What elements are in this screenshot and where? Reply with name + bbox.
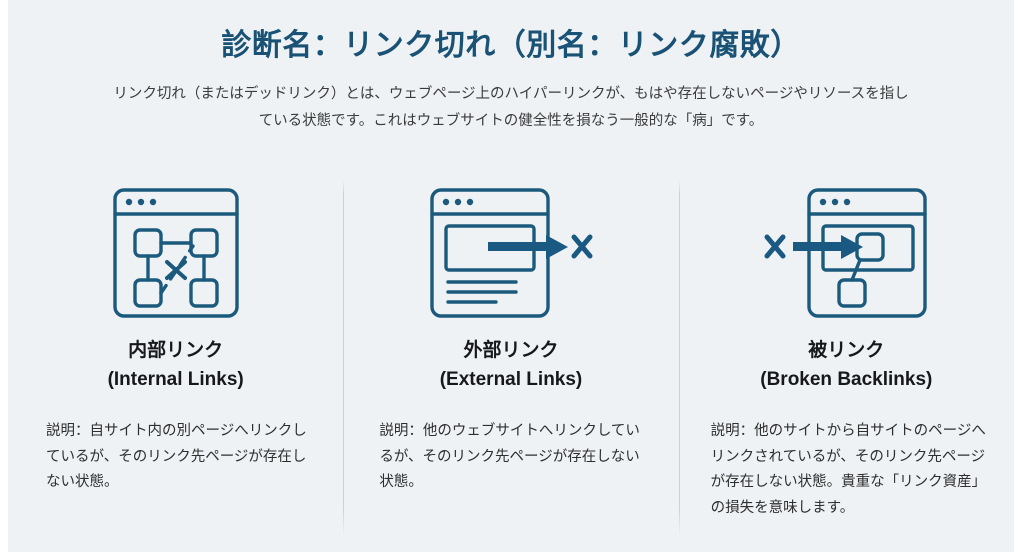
column-heading-en: (Broken Backlinks) [760, 369, 933, 391]
column-internal-links: 内部リンク (Internal Links) 説明：自サイト内の別ページへリンク… [8, 178, 343, 538]
columns-container: 内部リンク (Internal Links) 説明：自サイト内の別ページへリンク… [8, 178, 1014, 538]
broken-cross [764, 234, 786, 259]
outbound-arrow [487, 235, 568, 259]
column-heading-en: (External Links) [439, 369, 583, 391]
page-title: 診断名：リンク切れ（別名：リンク腐敗） [221, 29, 801, 62]
column-external-links: 外部リンク (External Links) 説明：他のウェブサイトへリンクして… [343, 178, 678, 538]
column-broken-backlinks: 被リンク (Broken Backlinks) 説明：他のサイトから自サイトのペ… [678, 178, 1014, 538]
inbound-arrow [793, 235, 864, 259]
column-heading-ja: 内部リンク [128, 340, 224, 361]
column-heading-ja: 外部リンク [463, 340, 559, 361]
page-subtitle: リンク切れ（またはデッドリンク）とは、ウェブページ上のハイパーリンクが、もはや存… [113, 86, 909, 129]
column-description-internal-links: 説明：自サイト内の別ページへリンクしているが、そのリンク先ページが存在しない状態… [46, 422, 307, 491]
column-heading-en: (Internal Links) [107, 369, 244, 391]
column-description-external-links: 説明：他のウェブサイトへリンクしているが、そのリンク先ページが存在しない状態。 [379, 422, 640, 491]
browser-internal-links-broken-icon [112, 188, 239, 318]
infographic-canvas: 診断名：リンク切れ（別名：リンク腐敗） リンク切れ（またはデッドリンク）とは、ウ… [8, 0, 1014, 552]
icon-wrap-broken-backlinks [763, 178, 929, 328]
icon-wrap-internal-links [111, 178, 241, 328]
header: 診断名：リンク切れ（別名：リンク腐敗） リンク切れ（またはデッドリンク）とは、ウ… [8, 0, 1014, 135]
icon-wrap-external-links [428, 178, 594, 328]
broken-cross [571, 234, 593, 259]
column-heading-broken-backlinks: 被リンク (Broken Backlinks) [760, 336, 932, 395]
column-description-broken-backlinks: 説明：他のサイトから自サイトのページへリンクされているが、そのリンク先ページが存… [710, 422, 987, 517]
column-heading-external-links: 外部リンク (External Links) [440, 336, 583, 395]
browser-inbound-backlink-broken-icon [764, 188, 928, 318]
browser-external-link-out-broken-icon [430, 188, 593, 318]
column-heading-internal-links: 内部リンク (Internal Links) [108, 336, 244, 395]
column-heading-ja: 被リンク [808, 340, 885, 361]
